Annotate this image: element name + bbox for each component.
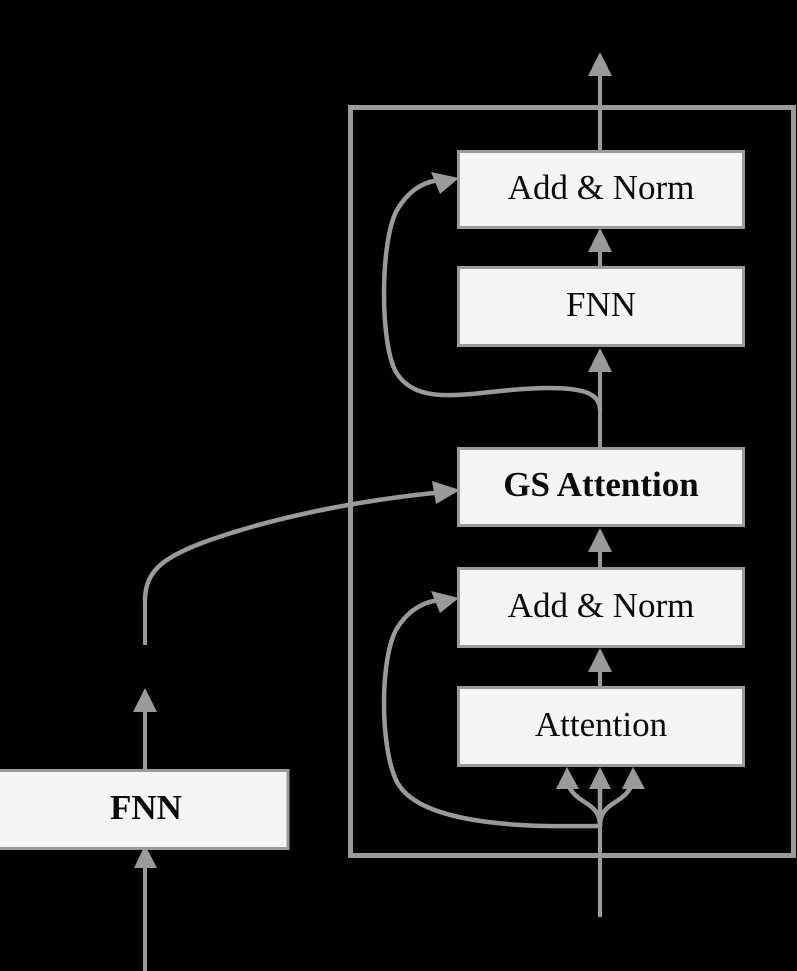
fnn-left-output-arrowhead (133, 688, 157, 712)
node-fnn-left[interactable]: FNN (0, 769, 290, 850)
fnn-left-label: FNN (110, 788, 182, 827)
fnn-inner-box (457, 266, 745, 347)
fnn-to-addnorm-arrowhead (588, 228, 612, 252)
lower-residual-connector (381, 597, 603, 829)
gsattention-to-fnn-arrowhead (588, 348, 612, 372)
gs-attention-box (457, 447, 745, 527)
block-output-arrowhead (588, 52, 612, 76)
upper-residual-arrowhead (431, 172, 459, 194)
lower-residual-arrowhead (431, 591, 459, 613)
attention-key-arrowhead (589, 767, 611, 789)
node-add-norm-top[interactable]: Add & Norm (457, 150, 745, 229)
decoder-block-frame (348, 105, 796, 858)
add-norm-top-box (457, 150, 745, 229)
fnn-left-box (0, 769, 290, 850)
fnn-inner-label: FNN (566, 285, 636, 324)
attention-label: Attention (535, 705, 667, 744)
fnn-left-to-gsattention-arrowhead (432, 481, 460, 504)
upper-residual-connector (381, 177, 603, 413)
gs-attention-label: GS Attention (503, 465, 698, 504)
add-norm-bottom-label: Add & Norm (508, 586, 695, 625)
node-attention[interactable]: Attention (457, 686, 745, 767)
attention-value-arrowhead (622, 767, 645, 789)
fnn-left-to-gsattention-connector (142, 489, 447, 603)
attention-box (457, 686, 745, 767)
node-gs-attention[interactable]: GS Attention (457, 447, 745, 527)
attention-query-arrowhead (556, 767, 579, 789)
add-norm-bottom-box (457, 567, 745, 648)
node-add-norm-bottom[interactable]: Add & Norm (457, 567, 745, 648)
attention-to-addnorm-arrowhead (588, 648, 612, 672)
side-input-arrowhead (134, 845, 157, 868)
addnorm-to-gsattention-arrowhead (588, 528, 612, 552)
add-norm-top-label: Add & Norm (508, 168, 695, 207)
node-fnn-inner[interactable]: FNN (457, 266, 745, 347)
